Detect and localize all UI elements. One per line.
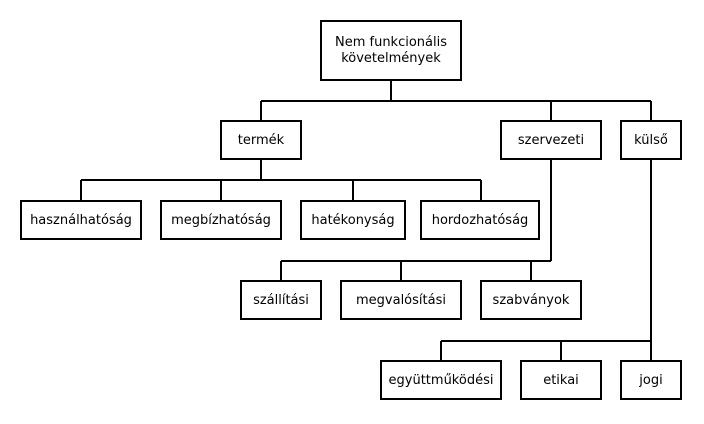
connectors (80, 80, 652, 361)
node-portability: hordozhatóság (420, 200, 540, 240)
node-usability: használhatóság (20, 200, 142, 240)
node-standards-label: szabványok (493, 293, 570, 308)
node-legal-label: jogi (638, 373, 662, 388)
node-external: külső (620, 120, 682, 160)
node-root-line1: Nem funkcionális (335, 35, 447, 50)
node-root: Nem funkcionális követelmények (320, 20, 462, 81)
node-delivery-label: szállítási (253, 293, 309, 308)
node-organizational: szervezeti (500, 120, 602, 160)
node-product-label: termék (238, 133, 285, 148)
node-implementation-label: megvalósítási (356, 293, 446, 308)
node-interoperability-label: együttműködési (389, 373, 494, 388)
node-efficiency-label: hatékonyság (311, 213, 394, 228)
node-standards: szabványok (480, 280, 582, 320)
node-usability-label: használhatóság (30, 213, 132, 228)
node-ethical: etikai (520, 360, 602, 400)
edge-external-branch (440, 159, 652, 361)
edge-product-branch (80, 159, 482, 201)
edge-organizational-branch (280, 159, 552, 281)
node-product: termék (220, 120, 302, 160)
node-ethical-label: etikai (543, 373, 579, 388)
node-portability-label: hordozhatóság (432, 213, 529, 228)
node-reliability-label: megbízhatóság (171, 213, 271, 228)
node-external-label: külső (634, 133, 668, 148)
node-delivery: szállítási (240, 280, 322, 320)
node-legal: jogi (620, 360, 682, 400)
node-efficiency: hatékonyság (300, 200, 406, 240)
node-reliability: megbízhatóság (160, 200, 282, 240)
node-organizational-label: szervezeti (518, 133, 584, 148)
node-implementation: megvalósítási (340, 280, 462, 320)
node-interoperability: együttműködési (380, 360, 502, 400)
edge-root-branch (260, 80, 652, 121)
node-root-line2: követelmények (341, 51, 441, 66)
